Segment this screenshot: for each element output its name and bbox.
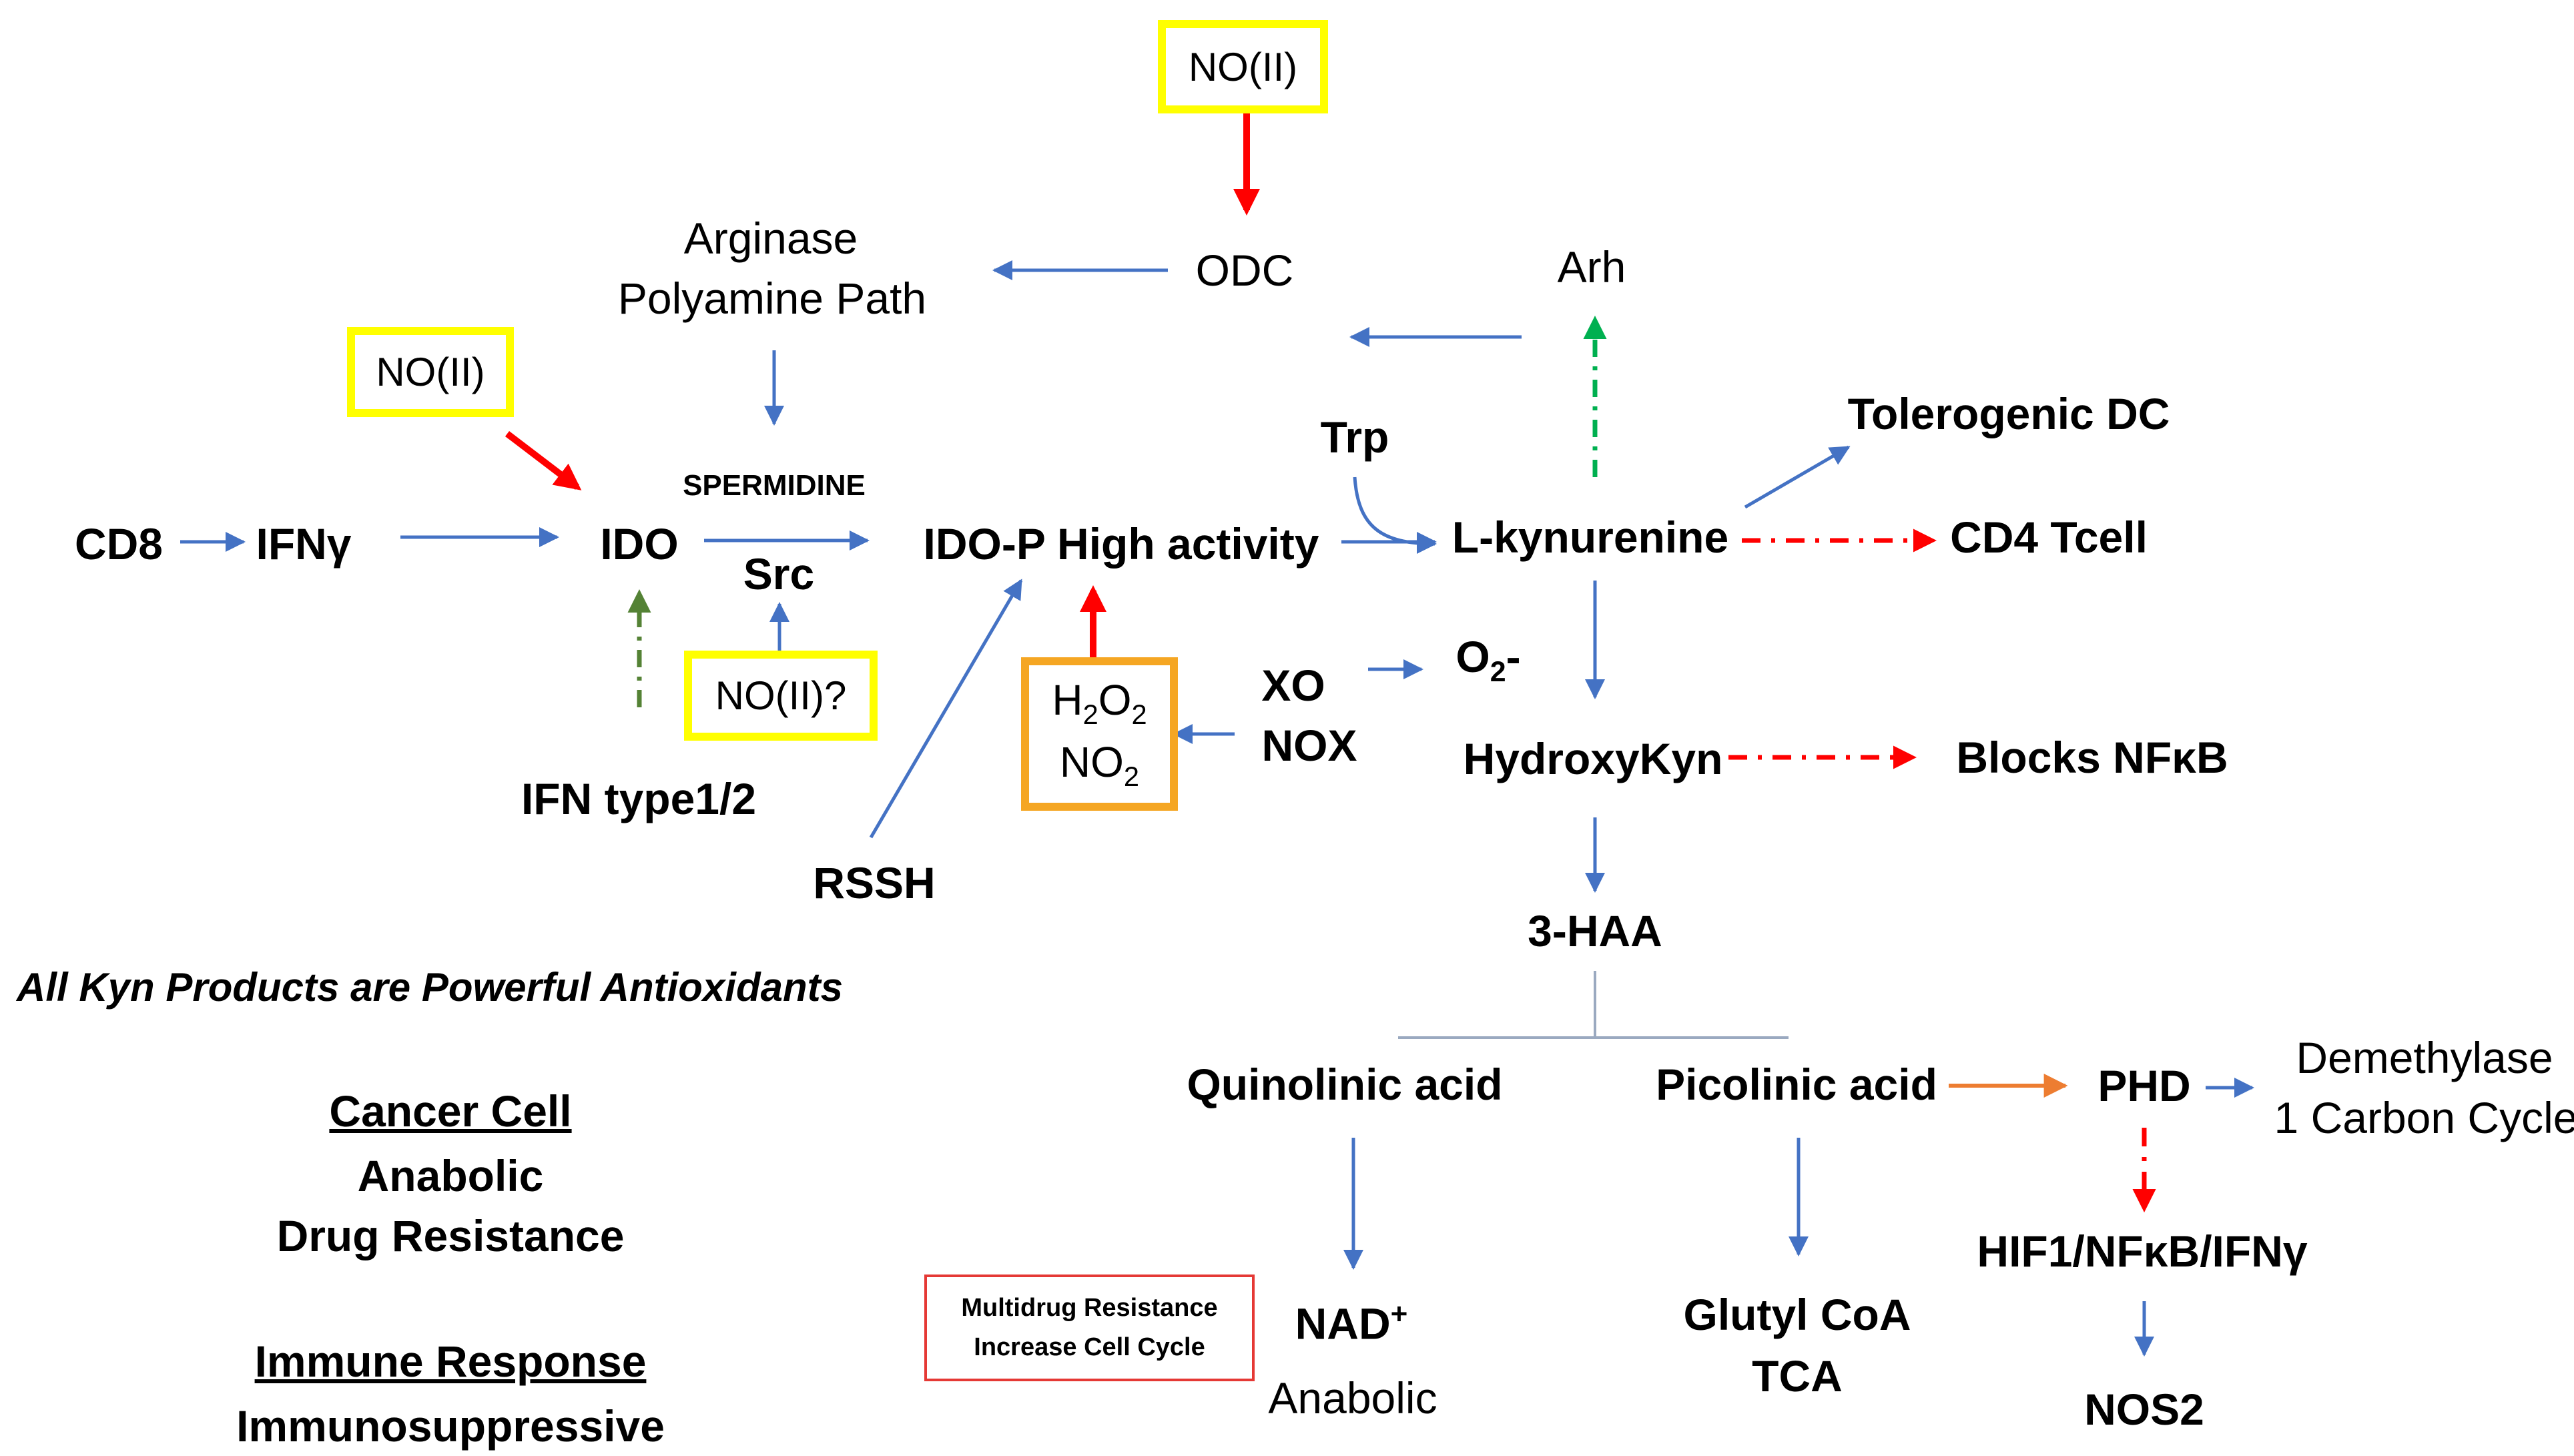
- xo-label: XO: [1261, 661, 1325, 710]
- arrow-lkyn-tolerogenic: [1744, 445, 1851, 509]
- blocks-nfkb-label: Blocks NFκB: [1956, 733, 2228, 782]
- no-left-label: NO(II): [376, 350, 485, 394]
- multidrug-line1: Multidrug Resistance: [961, 1294, 1218, 1323]
- no-top-box: NO(II): [1158, 20, 1328, 113]
- nad-label: NAD+: [1295, 1297, 1408, 1349]
- antioxidants-note: All Kyn Products are Powerful Antioxidan…: [17, 965, 843, 1010]
- no2-label: NO2: [1059, 738, 1140, 792]
- glutyl-label-line2: TCA: [1752, 1351, 1843, 1401]
- picolinic-label: Picolinic acid: [1656, 1060, 1937, 1109]
- cd4-tcell-label: CD4 Tcell: [1950, 512, 2148, 562]
- arginase-label-line2: Polyamine Path: [617, 274, 927, 323]
- multidrug-box: Multidrug Resistance Increase Cell Cycle: [924, 1275, 1255, 1381]
- three-haa-label: 3-HAA: [1528, 906, 1662, 956]
- ido-p-label: IDO-P High activity: [923, 519, 1319, 569]
- ifn-type-label: IFN type1/2: [521, 774, 757, 823]
- drug-resistance-note: Drug Resistance: [276, 1211, 625, 1260]
- rssh-label: RSSH: [813, 858, 936, 907]
- demethylase-label-line1: Demethylase: [2296, 1033, 2553, 1082]
- phd-label: PHD: [2098, 1061, 2191, 1110]
- ido-label: IDO: [600, 519, 679, 569]
- anabolic-note: Anabolic: [357, 1151, 544, 1200]
- arginase-label-line1: Arginase: [683, 214, 858, 263]
- odc-label: ODC: [1195, 246, 1294, 295]
- h2o2-no2-box: H2O2 NO2: [1021, 657, 1178, 811]
- cd8-label: CD8: [74, 519, 164, 569]
- glutyl-label-line1: Glutyl CoA: [1683, 1290, 1911, 1339]
- no-question-label: NO(II)?: [715, 673, 847, 718]
- trp-label: Trp: [1320, 412, 1389, 462]
- no-top-label: NO(II): [1188, 44, 1298, 89]
- tolerogenic-dc-label: Tolerogenic DC: [1847, 389, 2170, 438]
- spermidine-label: SPERMIDINE: [683, 469, 866, 502]
- no-question-box: NO(II)?: [684, 651, 878, 741]
- o2-label: O2-: [1456, 631, 1521, 689]
- nox-label: NOX: [1261, 721, 1357, 770]
- hif1-label: HIF1/NFκB/IFNγ: [1977, 1226, 2308, 1276]
- no-left-box: NO(II): [347, 327, 514, 417]
- anabolic-right-label: Anabolic: [1268, 1373, 1437, 1423]
- cancer-cell-heading: Cancer Cell: [329, 1086, 572, 1136]
- h2o2-label: H2O2: [1052, 676, 1147, 730]
- quinolinic-label: Quinolinic acid: [1187, 1060, 1503, 1109]
- src-label: Src: [743, 549, 815, 599]
- arrow-rssh-idop: [869, 579, 1023, 839]
- multidrug-line2: Increase Cell Cycle: [974, 1333, 1205, 1361]
- arrow-no-ido: [505, 431, 582, 490]
- branch-connector: [1398, 971, 1789, 1039]
- immune-response-heading: Immune Response: [254, 1337, 647, 1386]
- hydroxykyn-label: HydroxyKyn: [1463, 734, 1723, 783]
- ifng-label: IFNγ: [256, 519, 352, 569]
- demethylase-label-line2: 1 Carbon Cycle: [2274, 1093, 2574, 1142]
- arrow-trp-lkyn: [1353, 476, 1437, 554]
- immunosuppressive-note: Immunosuppressive: [236, 1401, 665, 1451]
- nos2-label: NOS2: [2084, 1385, 2204, 1434]
- arh-label: Arh: [1557, 242, 1626, 292]
- l-kynurenine-label: L-kynurenine: [1452, 512, 1729, 562]
